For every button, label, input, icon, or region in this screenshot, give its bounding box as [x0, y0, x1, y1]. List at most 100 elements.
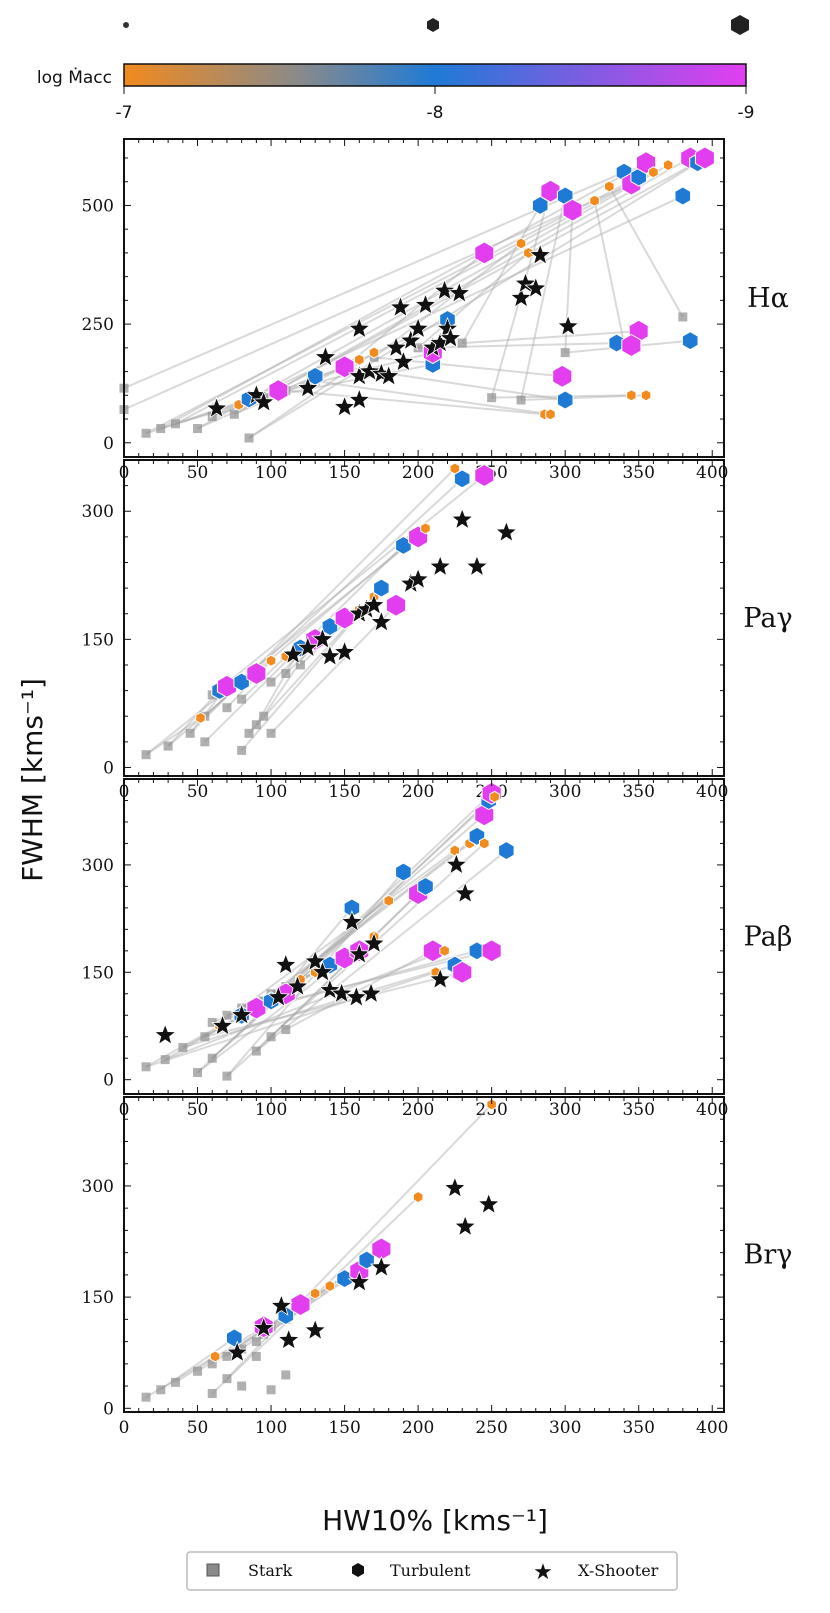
x-tick-label: 300	[549, 1100, 581, 1120]
connection-line	[167, 527, 427, 747]
model-connection-lines	[145, 467, 485, 756]
xshooter-point	[399, 328, 423, 351]
colorbar-label: log Ṁacc	[37, 67, 112, 88]
stark-point	[156, 424, 166, 434]
x-tick-label: 400	[696, 1418, 728, 1438]
connection-line	[315, 380, 551, 416]
connection-line	[461, 204, 542, 344]
x-tick-label: 350	[622, 463, 654, 483]
turbulent-point	[479, 837, 490, 850]
line-label: Paγ	[743, 603, 792, 634]
turbulent-point	[449, 844, 461, 857]
connection-line	[211, 474, 485, 696]
xshooter-point	[450, 507, 474, 530]
x-tick-label: 100	[255, 782, 287, 802]
stark-point	[141, 1062, 151, 1072]
stark-point	[207, 1388, 217, 1398]
turbulent-point	[694, 146, 715, 170]
xshooter-point	[266, 985, 290, 1008]
stark-point	[170, 419, 180, 429]
panel-2: 0501001502002503003504000150300Paβ	[82, 778, 792, 1120]
turbulent-point	[621, 333, 642, 358]
connection-line	[263, 363, 434, 399]
connection-line	[299, 799, 490, 981]
turbulent-point	[523, 246, 534, 259]
stark-point	[678, 312, 688, 322]
y-axis-title: FWHM [kms⁻¹]	[16, 678, 49, 882]
xshooter-point	[359, 981, 383, 1004]
connection-line	[211, 195, 684, 418]
x-tick-label: 350	[622, 782, 654, 802]
x-tick-label: 400	[696, 1100, 728, 1120]
turbulent-point	[395, 862, 412, 882]
xshooter-point	[347, 387, 371, 410]
xshooter-point	[277, 1327, 301, 1350]
turbulent-point	[368, 346, 380, 359]
colorbar-tick-label: -8	[427, 103, 444, 123]
stark-point	[266, 677, 276, 687]
y-tick-label: 150	[82, 963, 114, 983]
turbulent-point	[486, 1098, 497, 1111]
x-tick-label: 150	[328, 1418, 360, 1438]
turbulent-point	[226, 1328, 243, 1348]
stark-point	[251, 1337, 261, 1347]
x-tick-label: 300	[549, 1418, 581, 1438]
connection-line	[164, 949, 445, 1061]
connection-line	[373, 242, 522, 359]
y-tick-label: 0	[103, 1071, 114, 1091]
turbulent-point	[545, 408, 556, 421]
stark-point	[207, 412, 217, 422]
x-tick-label: 200	[402, 463, 434, 483]
stark-point	[207, 1359, 217, 1369]
turbulent-point	[354, 353, 365, 366]
turbulent-point	[626, 389, 637, 402]
stark-point	[560, 348, 570, 358]
stark-point	[295, 660, 305, 670]
x-tick-label: 200	[402, 1100, 434, 1120]
legend-turbulent-label: Turbulent	[390, 1561, 471, 1580]
connection-line	[248, 161, 699, 439]
x-tick-label: 50	[187, 463, 209, 483]
xshooter-point	[528, 243, 552, 266]
xshooter-point	[311, 627, 335, 650]
size-marker-medium	[427, 18, 439, 32]
stark-point	[222, 1010, 232, 1020]
turbulent-point	[681, 331, 699, 351]
xshooter-point	[303, 1318, 327, 1341]
stark-point	[281, 669, 291, 679]
xshooter-point	[330, 981, 354, 1004]
x-tick-label: 0	[119, 1418, 130, 1438]
y-tick-label: 0	[103, 758, 114, 778]
xshooter-point	[274, 952, 298, 975]
stark-point	[251, 720, 261, 730]
xshooter-point	[438, 326, 462, 349]
legend-xshooter-label: X-Shooter	[578, 1561, 659, 1580]
xshooter-point	[453, 881, 477, 904]
xshooter-point	[344, 985, 368, 1008]
x-tick-label: 300	[549, 782, 581, 802]
stark-point	[141, 750, 151, 760]
xshooter-point	[333, 640, 357, 663]
connection-line	[284, 907, 353, 988]
line-label: Hα	[747, 283, 789, 314]
xshooter-point	[465, 554, 489, 577]
turbulent-point	[589, 194, 600, 207]
y-tick-label: 300	[82, 1177, 114, 1197]
stark-point	[200, 737, 210, 747]
xshooter-point	[494, 520, 518, 543]
stark-point	[229, 409, 239, 419]
connection-line	[285, 389, 545, 416]
turbulent-point	[383, 894, 394, 907]
y-tick-label: 0	[103, 434, 114, 454]
connection-line	[196, 792, 493, 1074]
stark-point	[193, 424, 203, 434]
stark-point	[222, 703, 232, 713]
connection-line	[145, 536, 419, 756]
x-axis-title: HW10% [kms⁻¹]	[322, 1504, 548, 1537]
xshooter-point	[477, 1192, 501, 1215]
stark-point	[178, 1042, 188, 1052]
turbulent-point	[268, 379, 289, 403]
xshooter-point	[318, 978, 342, 1001]
stark-point	[281, 1025, 291, 1035]
xshooter-point	[362, 593, 386, 616]
